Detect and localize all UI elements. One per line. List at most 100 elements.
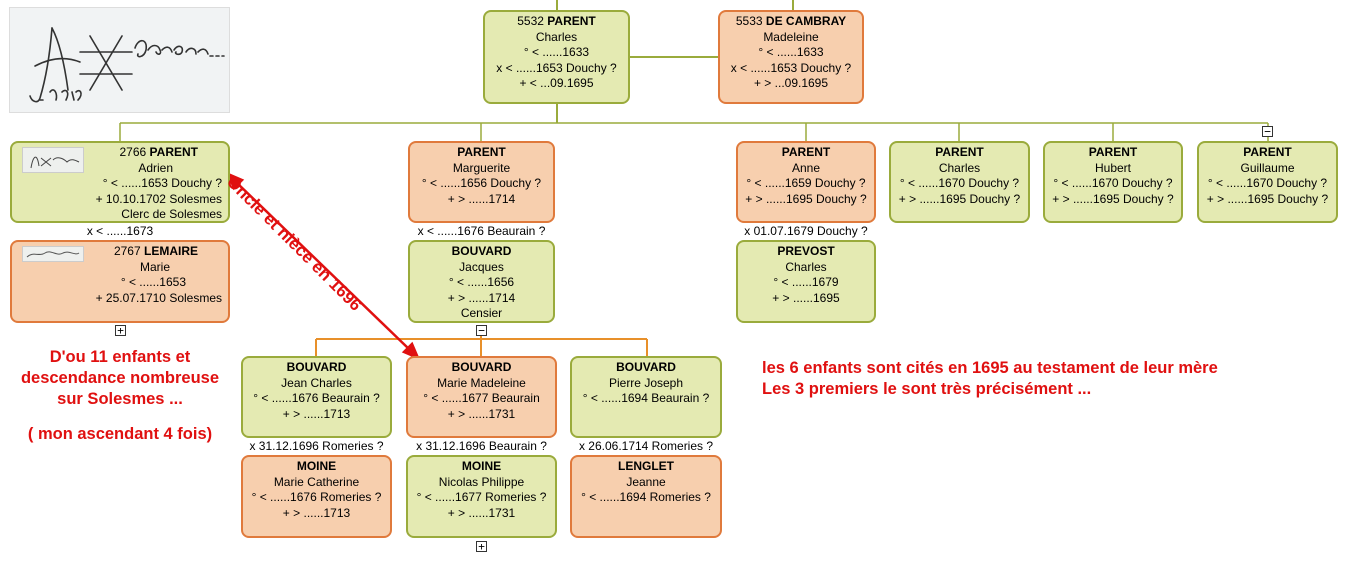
person-birth: ° < ......1670 Douchy ? — [899, 176, 1020, 190]
note-descendants: D'ou 11 enfants et descendance nombreuse… — [0, 347, 240, 445]
marriage-label: x < ......1676 Beaurain ? — [417, 224, 546, 238]
person-death: + > ......1731 — [447, 505, 516, 520]
expand-toggle[interactable]: + — [476, 541, 487, 552]
person-surname: PARENT — [149, 145, 198, 159]
signature-image — [9, 7, 230, 113]
person-birth: ° < ......1653 — [120, 275, 186, 289]
person-surname: BOUVARD — [451, 360, 512, 374]
person-given-name: Marie Madeleine — [437, 375, 526, 390]
person-death: + 25.07.1710 Solesmes — [95, 290, 222, 305]
note-line: les 6 enfants sont cités en 1695 au test… — [762, 359, 1218, 377]
person-given-name: Jeanne — [626, 474, 666, 489]
person-given-name: Marie Catherine — [273, 474, 360, 489]
note-line: descendance nombreuse — [20, 369, 220, 387]
person-surname: DE CAMBRAY — [765, 14, 847, 28]
person-given-name: Charles — [938, 160, 981, 175]
person-card-jeanne[interactable]: LENGLET Jeanne ° < ......1694 Romeries ? — [570, 455, 722, 538]
person-birth: ° < ......1656 — [448, 275, 515, 289]
signature-thumbnail — [22, 246, 84, 262]
person-card-anne[interactable]: PARENT Anne ° < ......1659 Douchy ? + > … — [736, 141, 876, 223]
person-card-5532[interactable]: 5532 PARENT Charles ° < ......1633 x < .… — [483, 10, 630, 104]
person-given-name: Pierre Joseph — [608, 375, 684, 390]
person-given-name: Nicolas Philippe — [438, 474, 525, 489]
person-card-jacques[interactable]: BOUVARD Jacques ° < ......1656 + > .....… — [408, 240, 555, 323]
person-death: + > ...09.1695 — [753, 76, 829, 90]
person-death: + > ......1695 Douchy ? — [1206, 191, 1329, 206]
marriage-label: x 01.07.1679 Douchy ? — [744, 224, 868, 238]
signature-thumbnail — [22, 147, 84, 173]
person-surname: PARENT — [457, 145, 506, 159]
person-surname: MOINE — [461, 459, 502, 473]
person-surname: BOUVARD — [286, 360, 347, 374]
person-birth: ° < ......1670 Douchy ? — [1207, 176, 1328, 190]
expand-toggle[interactable]: + — [115, 325, 126, 336]
marriage-label: x 31.12.1696 Beaurain ? — [416, 439, 547, 453]
person-death: + > ......1713 — [282, 406, 351, 421]
person-card-2767[interactable]: 2767 LEMAIRE Marie ° < ......1653 + 25.0… — [10, 240, 230, 323]
person-given-name: Anne — [791, 160, 821, 175]
person-card-prevost[interactable]: PREVOST Charles ° < ......1679 + > .....… — [736, 240, 876, 323]
note-line: D'ou 11 enfants et — [49, 348, 191, 366]
person-surname: LEMAIRE — [144, 244, 198, 258]
person-surname: PARENT — [781, 145, 831, 159]
person-card-hubert[interactable]: PARENT Hubert ° < ......1670 Douchy ? + … — [1043, 141, 1183, 223]
person-marriage: x < ......1653 Douchy ? — [496, 60, 617, 75]
note-line: sur Solesmes ... — [57, 390, 183, 408]
person-birth: ° < ......1676 Romeries ? — [251, 490, 382, 504]
person-death: + > ......1714 — [447, 290, 516, 305]
marriage-label: x 31.12.1696 Romeries ? — [249, 439, 384, 453]
person-surname: MOINE — [296, 459, 337, 473]
person-card-marie-madeleine[interactable]: BOUVARD Marie Madeleine ° < ......1677 B… — [406, 356, 557, 438]
marriage-label: x < ......1673 — [86, 224, 154, 238]
person-marriage: x < ......1653 Douchy ? — [730, 60, 852, 75]
person-surname: PARENT — [935, 145, 984, 159]
person-death: + < ...09.1695 — [519, 76, 594, 90]
person-surname: PARENT — [1243, 145, 1292, 159]
person-birth: ° < ......1633 — [758, 45, 824, 59]
person-given-name: Guillaume — [1240, 160, 1295, 175]
person-id: 2767 — [113, 244, 141, 258]
person-birth: ° < ......1670 Douchy ? — [1053, 176, 1173, 190]
person-birth: ° < ......1633 — [523, 45, 590, 59]
person-card-charles[interactable]: PARENT Charles ° < ......1670 Douchy ? +… — [889, 141, 1030, 223]
person-given-name: Adrien — [138, 160, 173, 175]
person-birth: ° < ......1694 Romeries ? — [581, 490, 711, 504]
person-birth: ° < ......1656 Douchy ? — [421, 176, 542, 190]
person-occupation: Clerc de Solesmes — [121, 207, 222, 221]
person-given-name: Charles — [535, 29, 578, 44]
person-card-pierre-joseph[interactable]: BOUVARD Pierre Joseph ° < ......1694 Bea… — [570, 356, 722, 438]
person-given-name: Marguerite — [452, 160, 511, 175]
person-surname: BOUVARD — [451, 244, 512, 258]
person-given-name: Marie — [139, 259, 170, 274]
marriage-label: x 26.06.1714 Romeries ? — [578, 439, 714, 453]
person-card-nicolas-philippe[interactable]: MOINE Nicolas Philippe ° < ......1677 Ro… — [406, 455, 557, 538]
person-card-marguerite[interactable]: PARENT Marguerite ° < ......1656 Douchy … — [408, 141, 555, 223]
person-card-marie-catherine[interactable]: MOINE Marie Catherine ° < ......1676 Rom… — [241, 455, 392, 538]
person-birth: ° < ......1659 Douchy ? — [746, 176, 866, 190]
person-death: + > ......1695 — [772, 290, 840, 305]
collapse-toggle[interactable]: − — [476, 325, 487, 336]
note-line: Les 3 premiers le sont très précisément … — [762, 380, 1092, 398]
person-death: + > ......1695 Douchy ? — [1052, 191, 1174, 206]
person-given-name: Hubert — [1094, 160, 1132, 175]
person-surname: PARENT — [1088, 145, 1138, 159]
person-birth: ° < ......1677 Romeries ? — [416, 490, 547, 504]
person-surname: PARENT — [547, 14, 596, 28]
person-id: 5532 — [517, 14, 544, 28]
person-given-name: Madeleine — [763, 29, 819, 44]
person-death: + > ......1714 — [447, 191, 516, 206]
collapse-toggle[interactable]: − — [1262, 126, 1273, 137]
person-birth: ° < ......1677 Beaurain — [423, 391, 540, 405]
person-given-name: Jacques — [459, 259, 504, 274]
person-surname: LENGLET — [618, 459, 674, 473]
person-surname: BOUVARD — [616, 360, 676, 374]
person-card-jean-charles[interactable]: BOUVARD Jean Charles ° < ......1676 Beau… — [241, 356, 392, 438]
person-birth: ° < ......1653 Douchy ? — [102, 176, 222, 190]
person-card-5533[interactable]: 5533 DE CAMBRAY Madeleine ° < ......1633… — [718, 10, 864, 104]
person-card-guillaume[interactable]: PARENT Guillaume ° < ......1670 Douchy ?… — [1197, 141, 1338, 223]
person-given-name: Jean Charles — [281, 375, 352, 390]
person-occupation: Censier — [460, 306, 503, 320]
person-death: + > ......1731 — [447, 406, 516, 421]
person-card-2766[interactable]: 2766 PARENT Adrien ° < ......1653 Douchy… — [10, 141, 230, 223]
